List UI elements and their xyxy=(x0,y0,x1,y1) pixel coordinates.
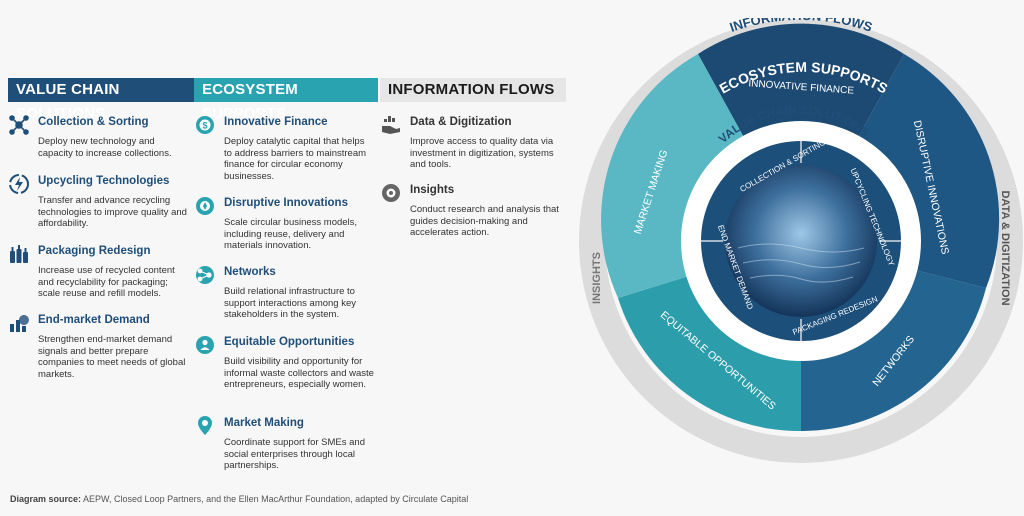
ecosystem-header: ECOSYSTEM SUPPORTS xyxy=(194,78,378,122)
vcs-item-title: End-market Demand xyxy=(38,314,150,326)
footer-label: Diagram source: xyxy=(10,494,82,504)
eco-item-title: Market Making xyxy=(224,417,304,429)
vcs-item-desc: Transfer and advance recycling technolog… xyxy=(38,195,187,229)
inf-item-title: Insights xyxy=(410,184,455,196)
insights-gear-icon xyxy=(382,184,400,202)
value-chain-header: VALUE CHAIN SOLUTIONS xyxy=(8,78,200,122)
inf-item-desc: Improve access to quality data via inves… xyxy=(410,136,554,170)
circular-diagram: INFORMATION FLOWS DATA & DIGITIZATION IN… xyxy=(579,18,1023,463)
eco-item-desc: Deploy catalytic capital that helps to a… xyxy=(224,136,367,182)
map-pin-icon xyxy=(198,416,212,435)
chart-icon xyxy=(10,315,29,332)
eco-item-title: Networks xyxy=(224,266,276,278)
lightning-recycle-icon xyxy=(9,174,29,194)
eco-item-title: Innovative Finance xyxy=(224,116,328,128)
svg-text:$: $ xyxy=(202,121,207,131)
vcs-item-desc: Increase use of recycled content and rec… xyxy=(38,265,175,299)
vcs-item-desc: Deploy new technology and capacity to in… xyxy=(38,136,172,159)
eco-item-desc: Build visibility and opportunity for inf… xyxy=(224,356,374,390)
diagram-source-footer: Diagram source: AEPW, Closed Loop Partne… xyxy=(10,494,468,504)
network-nodes-icon xyxy=(9,115,29,135)
hand-data-icon xyxy=(382,116,400,134)
vcs-item-desc: Strengthen end-market demand signals and… xyxy=(38,334,186,380)
water-image xyxy=(725,165,877,317)
eco-item-desc: Coordinate support for SMEs and social e… xyxy=(224,437,365,471)
inf-item-desc: Conduct research and analysis that guide… xyxy=(410,204,559,238)
ecosystem-column: ECOSYSTEM SUPPORTS xyxy=(194,78,378,122)
bottles-icon xyxy=(10,245,28,263)
finance-gear-icon: $ xyxy=(196,116,214,134)
eco-item-title: Equitable Opportunities xyxy=(224,336,355,348)
eco-item-desc: Build relational infrastructure to suppo… xyxy=(224,286,357,320)
vcs-item-title: Upcycling Technologies xyxy=(38,175,170,187)
information-column: INFORMATION FLOWS xyxy=(380,78,566,102)
vcs-item-title: Collection & Sorting xyxy=(38,116,149,128)
vcs-item-title: Packaging Redesign xyxy=(38,245,151,257)
inf-item-title: Data & Digitization xyxy=(410,116,512,128)
value-chain-column: VALUE CHAIN SOLUTIONS xyxy=(8,78,200,122)
eco-item-title: Disruptive Innovations xyxy=(224,197,348,209)
eco-item-desc: Scale circular business models, includin… xyxy=(224,217,358,251)
outer-ring-left-label: INSIGHTS xyxy=(591,252,603,304)
network-globe-icon xyxy=(196,266,214,284)
footer-text: AEPW, Closed Loop Partners, and the Elle… xyxy=(81,494,469,504)
innovation-gear-icon xyxy=(196,197,214,215)
outer-ring-right-label: DATA & DIGITIZATION xyxy=(999,190,1011,305)
information-header: INFORMATION FLOWS xyxy=(380,78,566,102)
person-gear-icon xyxy=(196,336,214,354)
